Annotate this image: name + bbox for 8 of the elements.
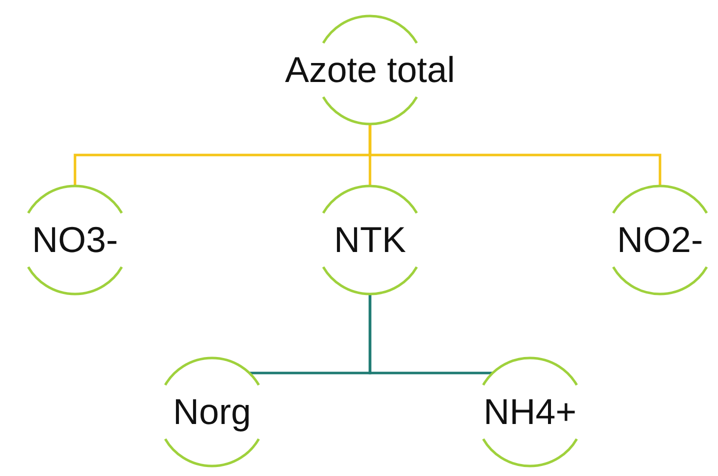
node-label: NH4+ [483, 391, 577, 433]
node-label: NTK [334, 219, 406, 261]
node-label: Norg [172, 391, 252, 433]
node-label: NO2- [616, 219, 703, 261]
connector-line [368, 124, 662, 186]
node-label: Azote total [284, 49, 456, 91]
node-label: NO3- [32, 219, 118, 261]
connector-line [368, 294, 493, 374]
